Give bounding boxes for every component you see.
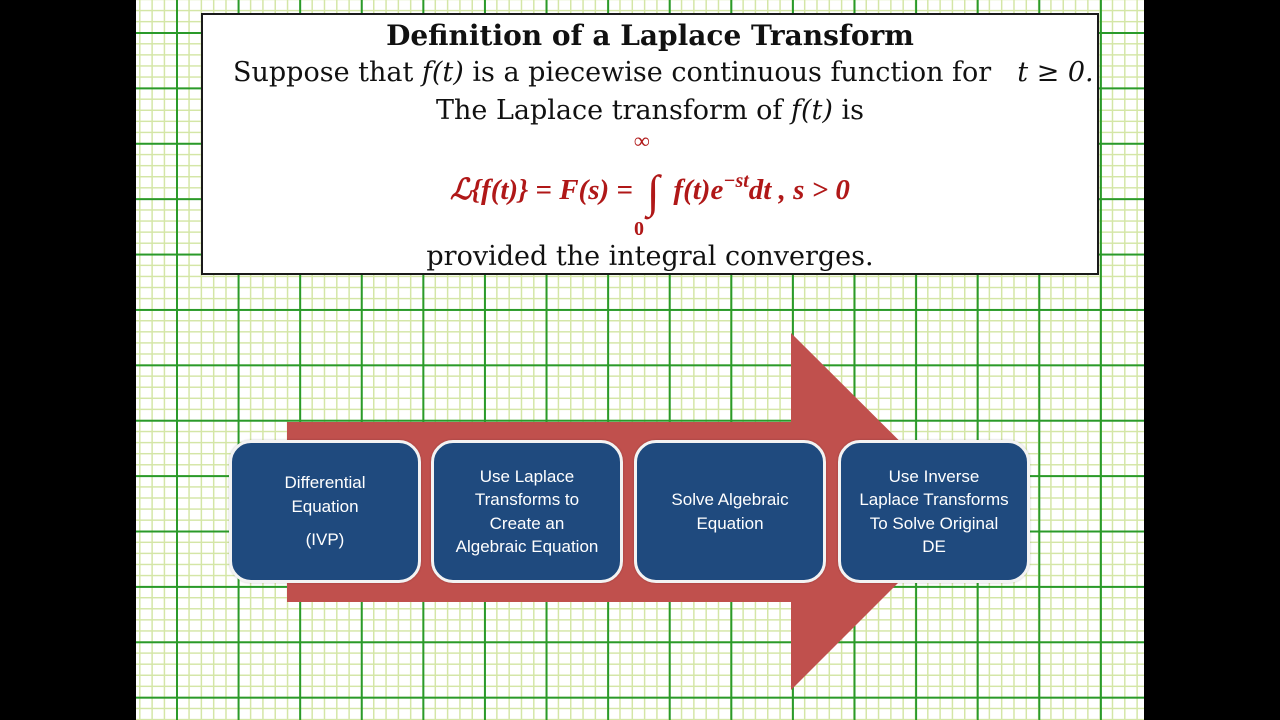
step-text: Solve Algebraic: [671, 490, 789, 509]
step-text: Use Laplace: [479, 466, 575, 486]
step-text: DE: [922, 537, 946, 556]
step-text: Equation: [291, 496, 359, 516]
laplace-formula: ℒ{f(t)} = F(s) = ∫ f(t)e−stdt , s > 0: [203, 165, 1097, 218]
domain-condition: t ≥ 0.: [1017, 57, 1094, 88]
integrand: f(t)e: [673, 174, 724, 206]
line2-text-post: is: [832, 95, 864, 126]
step-differential-equation: Differential Equation (IVP): [229, 440, 421, 583]
step-solve-algebraic-equation: Solve Algebraic Equation: [634, 440, 826, 583]
definition-box: Definition of a Laplace Transform Suppos…: [201, 13, 1099, 275]
convergence-condition: , s > 0: [771, 174, 850, 206]
step-use-laplace-transforms: Use Laplace Transforms to Create an Alge…: [431, 440, 623, 583]
step-text: Create an: [489, 513, 565, 533]
formula-lhs: ℒ{f(t)} = F(s) =: [450, 174, 641, 206]
integral-sign: ∫: [646, 166, 660, 217]
integral-upper-limit: ∞: [634, 128, 650, 153]
line1-text-mid: is a piecewise continuous function for: [463, 57, 992, 88]
step-text: Use Inverse: [888, 466, 980, 486]
function-notation: f(t): [421, 57, 464, 88]
exponent: −st: [723, 170, 749, 192]
function-notation: f(t): [790, 95, 833, 126]
step-subtext: (IVP): [305, 530, 345, 550]
definition-line-1: Suppose that f(t) is a piecewise continu…: [233, 57, 1094, 88]
definition-line-4: provided the integral converges.: [426, 241, 874, 272]
differential: dt: [748, 174, 772, 206]
arrow-shape: [287, 333, 970, 690]
step-inverse-laplace: Use Inverse Laplace Transforms To Solve …: [838, 440, 1030, 583]
step-text: Algebraic Equation: [455, 537, 599, 556]
integral-lower-limit: 0: [634, 218, 644, 240]
step-text: Equation: [696, 513, 764, 533]
line2-text: The Laplace transform of: [436, 95, 791, 126]
step-text: Differential: [284, 473, 366, 493]
line1-text: Suppose that: [233, 57, 422, 88]
step-text: Laplace Transforms: [859, 490, 1009, 509]
step-text: To Solve Original: [869, 513, 999, 533]
step-text: Transforms to: [474, 490, 580, 509]
definition-title: Definition of a Laplace Transform: [386, 19, 914, 52]
definition-line-2: The Laplace transform of f(t) is: [203, 95, 1097, 126]
